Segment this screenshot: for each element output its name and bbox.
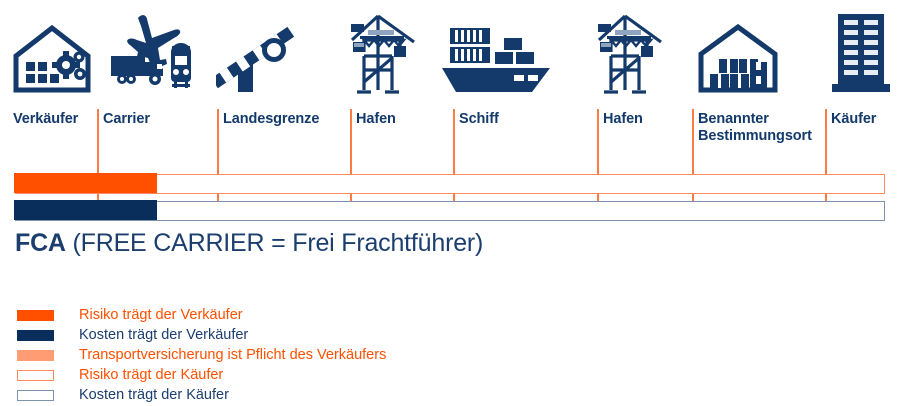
legend-risk-seller: Risiko trägt der Verkäufer — [17, 306, 617, 326]
station-label-bestimmungsort: Benannter Bestimmungsort — [698, 111, 812, 144]
divider-landesgrenze — [217, 109, 219, 193]
legend-swatch-insurance-seller — [17, 350, 54, 361]
warehouse-icon — [698, 23, 778, 93]
risk-bar-seller-fill — [14, 173, 158, 194]
incoterm-title: FCA (FREE CARRIER = Frei Frachtführer) — [15, 229, 483, 258]
incoterm-title-expansion: (FREE CARRIER = Frei Frachtführer) — [65, 229, 484, 257]
container-ship-icon — [442, 28, 550, 92]
port-crane-icon — [350, 14, 415, 94]
divider-bestimmungsort — [692, 109, 694, 193]
divider-carrier-mid — [97, 193, 99, 202]
divider-schiff — [453, 109, 455, 193]
legend-label-insurance-seller: Transportversicherung ist Pflicht des Ve… — [79, 347, 387, 363]
station-label-hafen-1: Hafen — [356, 111, 396, 127]
legend-label-cost-buyer: Kosten trägt der Käufer — [79, 387, 229, 403]
divider-bestimmungsort-mid — [692, 193, 694, 202]
legend-label-risk-buyer: Risiko trägt der Käufer — [79, 367, 224, 383]
station-label-carrier: Carrier — [103, 111, 150, 127]
legend-label-cost-seller: Kosten trägt der Verkäufer — [79, 327, 249, 343]
cost-bar-seller-fill — [14, 200, 158, 221]
legend-swatch-risk-buyer — [17, 370, 54, 381]
risk-bar-track — [14, 173, 885, 194]
legend-swatch-risk-seller — [17, 310, 54, 321]
divider-kaeufer — [825, 109, 827, 193]
legend-insurance-seller: Transportversicherung ist Pflicht des Ve… — [17, 346, 617, 366]
incoterm-code: FCA — [15, 229, 66, 257]
legend-label-risk-seller: Risiko trägt der Verkäufer — [79, 307, 243, 323]
station-label-hafen-2: Hafen — [603, 111, 643, 127]
legend-swatch-cost-buyer — [17, 390, 54, 401]
divider-landesgrenze-mid — [217, 193, 219, 202]
divider-carrier — [97, 109, 99, 193]
office-building-icon — [832, 14, 890, 92]
cost-bar-track — [14, 200, 885, 221]
port-crane-icon — [597, 14, 662, 94]
station-label-verkaeufer: Verkäufer — [13, 111, 79, 127]
legend-cost-seller: Kosten trägt der Verkäufer — [17, 326, 617, 346]
legend: Risiko trägt der Verkäufer Kosten trägt … — [17, 306, 617, 406]
border-barrier-icon — [216, 26, 295, 92]
factory-icon — [13, 24, 91, 93]
legend-risk-buyer: Risiko trägt der Käufer — [17, 366, 617, 386]
station-label-kaeufer: Käufer — [831, 111, 877, 127]
station-label-landesgrenze: Landesgrenze — [223, 111, 320, 127]
legend-cost-buyer: Kosten trägt der Käufer — [17, 386, 617, 406]
divider-hafen-2 — [597, 109, 599, 193]
legend-swatch-cost-seller — [17, 330, 54, 341]
divider-hafen-1 — [350, 109, 352, 193]
truck-plane-train-icon — [111, 15, 191, 88]
divider-hafen-2-mid — [597, 193, 599, 202]
station-label-schiff: Schiff — [459, 111, 499, 127]
divider-kaeufer-mid — [825, 193, 827, 202]
divider-hafen-1-mid — [350, 193, 352, 202]
divider-schiff-mid — [453, 193, 455, 202]
transport-icon-row — [0, 0, 900, 104]
